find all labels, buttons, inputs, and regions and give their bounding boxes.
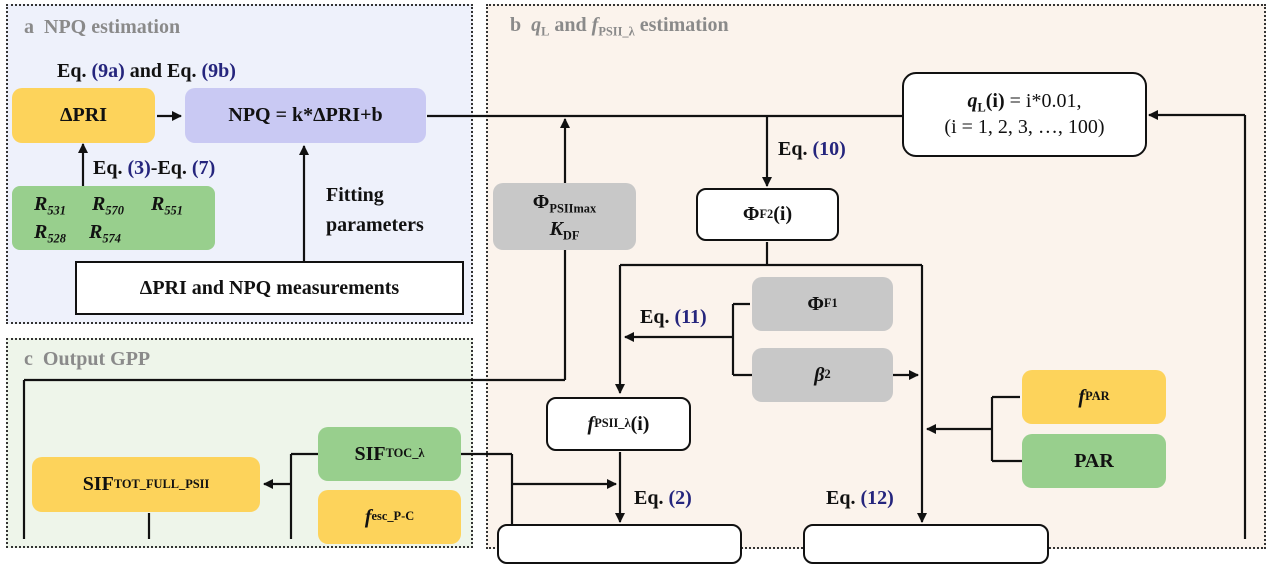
title-f-sub: PSII_λ (598, 24, 635, 39)
eq-11: (11) (674, 306, 707, 328)
dpri-label: ΔPRI (60, 104, 107, 126)
panel-b-title: b qL and fPSII_λ estimation (510, 14, 729, 39)
title-q: q (531, 14, 542, 36)
panel-a-title: a NPQ estimation (24, 16, 180, 39)
fitting-parameters-label: Fitting parameters (326, 180, 424, 240)
dpri-box: ΔPRI (12, 88, 155, 143)
phi-psiimax: ΦPSIImax (532, 190, 597, 215)
eq-12-label: Eq. (12) (826, 487, 894, 510)
ql-box: qL(i) = i*0.01, (i = 1, 2, 3, …, 100) (902, 72, 1147, 157)
npq-formula-label: NPQ = k*ΔPRI+b (228, 104, 383, 126)
fitting-line-2: parameters (326, 214, 424, 236)
eq-3: (3) (127, 157, 151, 179)
eq-10: (10) (812, 138, 846, 160)
panel-c-letter: c (24, 348, 33, 370)
eq-12-prefix: Eq. (826, 487, 861, 509)
par-box: PAR (1022, 434, 1166, 488)
eq-7: (7) (191, 157, 216, 179)
eq-10-label: Eq. (10) (778, 138, 846, 161)
r528: R528 (34, 221, 66, 246)
reflectance-box: R531 R570 R551 R528 R574 (12, 186, 215, 250)
measurements-label: ΔPRI and NPQ measurements (139, 276, 400, 299)
panel-b-letter: b (510, 14, 522, 36)
title-q-sub: L (541, 24, 550, 39)
eq-9-and: and Eq. (124, 60, 202, 82)
npq-formula-box: NPQ = k*ΔPRI+b (185, 88, 426, 143)
title-and: and (549, 14, 592, 36)
ql-line-1: qL(i) = i*0.01, (967, 89, 1082, 114)
fitting-line-1: Fitting (326, 184, 384, 206)
phi-psiimax-box: ΦPSIImax KDF (493, 183, 636, 250)
eq-10-prefix: Eq. (778, 138, 813, 160)
panel-c-title-text: Output GPP (42, 348, 151, 370)
eq-2-label: Eq. (2) (634, 487, 692, 510)
eq-9-label: Eq. (9a) and Eq. (9b) (57, 60, 236, 83)
eq-3-mid: -Eq. (150, 157, 192, 179)
eq-2: (2) (668, 487, 692, 509)
panel-a-title-text: NPQ estimation (44, 16, 181, 38)
eq12-output-box (803, 524, 1049, 564)
panel-c-title: c Output GPP (24, 348, 150, 371)
eq2-output-box (497, 524, 742, 564)
eq-2-prefix: Eq. (634, 487, 669, 509)
measurements-box: ΔPRI and NPQ measurements (75, 261, 464, 315)
eq-3-prefix: Eq. (93, 157, 128, 179)
eq-9-prefix: Eq. (57, 60, 92, 82)
title-f: f (591, 14, 599, 36)
panel-a-letter: a (24, 16, 34, 38)
eq-3-7-label: Eq. (3)-Eq. (7) (93, 157, 215, 180)
eq-9a: (9a) (91, 60, 125, 82)
eq-11-prefix: Eq. (640, 306, 675, 328)
r551: R551 (151, 193, 183, 218)
eq-12: (12) (860, 487, 894, 509)
r531: R531 (34, 193, 66, 218)
kdf: KDF (549, 217, 580, 242)
eq-9b: (9b) (201, 60, 236, 82)
eq-11-label: Eq. (11) (640, 306, 707, 329)
ql-line-2: (i = 1, 2, 3, …, 100) (944, 116, 1105, 139)
title-end: estimation (634, 14, 729, 36)
r574: R574 (89, 221, 121, 246)
r570: R570 (92, 193, 124, 218)
